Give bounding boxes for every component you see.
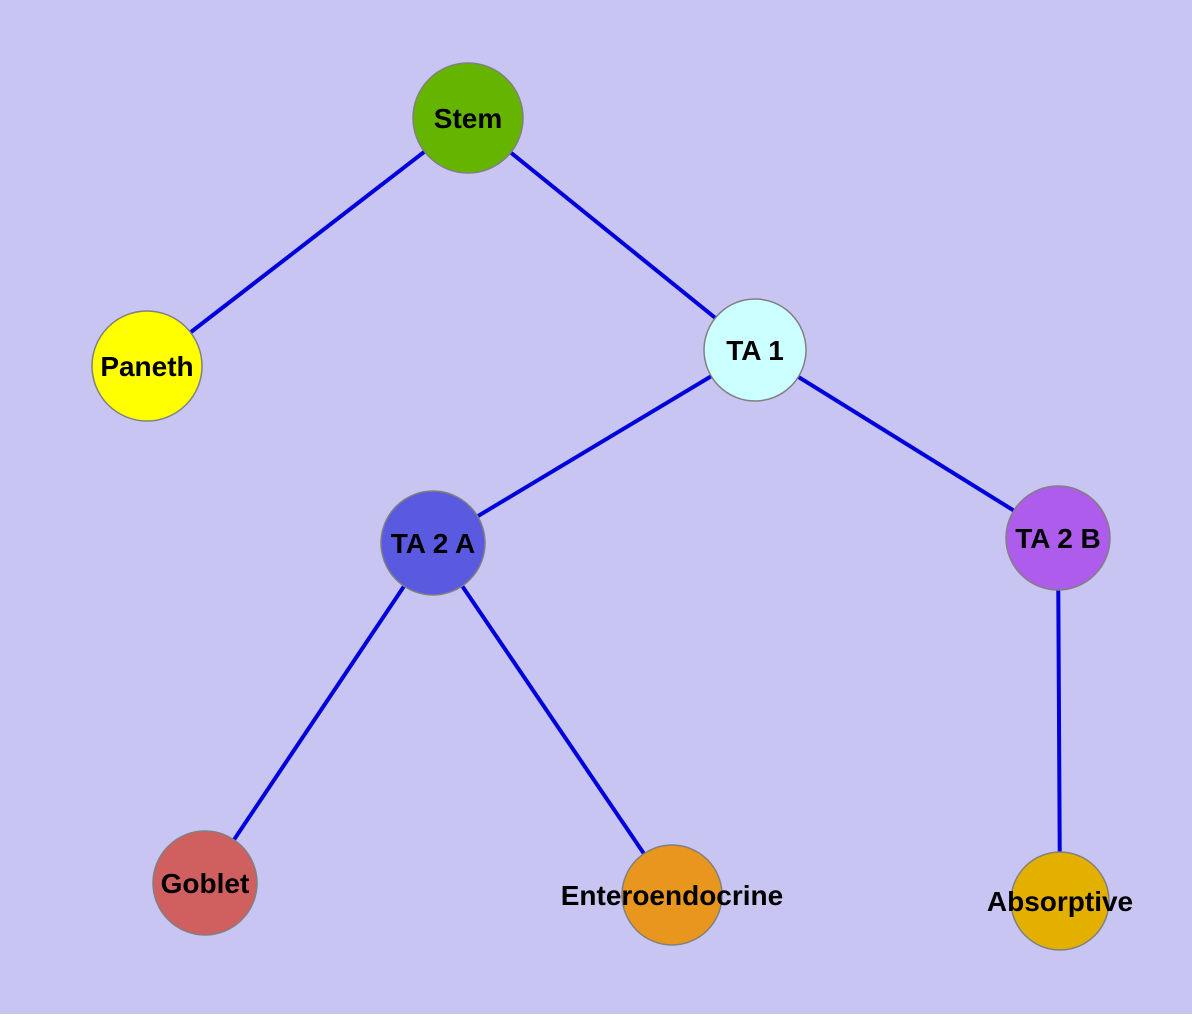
edge-ta1-ta2a bbox=[431, 348, 757, 545]
node-stem: Stem bbox=[412, 62, 524, 174]
node-goblet: Goblet bbox=[152, 830, 258, 936]
edge-stem-ta1 bbox=[466, 116, 757, 352]
node-paneth: Paneth bbox=[91, 310, 203, 422]
node-circle-absorptive bbox=[1010, 851, 1110, 951]
edge-ta2a-enteroendocrine bbox=[431, 541, 674, 897]
node-ta1: TA 1 bbox=[703, 298, 807, 402]
node-absorptive: Absorptive bbox=[987, 851, 1133, 951]
edge-ta2a-goblet bbox=[203, 541, 435, 885]
edge-ta2b-absorptive bbox=[1056, 537, 1062, 902]
node-circle-stem bbox=[412, 62, 524, 174]
node-ta2b: TA 2 B bbox=[1005, 485, 1111, 591]
edge-ta1-ta2b bbox=[753, 348, 1060, 540]
node-circle-ta1 bbox=[703, 298, 807, 402]
node-label-ta2a: TA 2 A bbox=[391, 528, 476, 559]
node-circle-ta2a bbox=[380, 490, 486, 596]
node-ta2a: TA 2 A bbox=[380, 490, 486, 596]
node-label-absorptive: Absorptive bbox=[987, 886, 1133, 917]
node-label-ta1: TA 1 bbox=[726, 335, 784, 366]
node-circle-enteroendocrine bbox=[621, 844, 723, 946]
node-label-enteroendocrine: Enteroendocrine bbox=[561, 880, 783, 911]
node-label-paneth: Paneth bbox=[100, 351, 193, 382]
node-label-ta2b: TA 2 B bbox=[1015, 523, 1101, 554]
node-label-goblet: Goblet bbox=[161, 868, 250, 899]
node-circle-ta2b bbox=[1005, 485, 1111, 591]
edge-stem-paneth bbox=[145, 116, 470, 368]
node-label-stem: Stem bbox=[434, 103, 502, 134]
node-enteroendocrine: Enteroendocrine bbox=[561, 844, 783, 946]
node-circle-paneth bbox=[91, 310, 203, 422]
node-circle-goblet bbox=[152, 830, 258, 936]
